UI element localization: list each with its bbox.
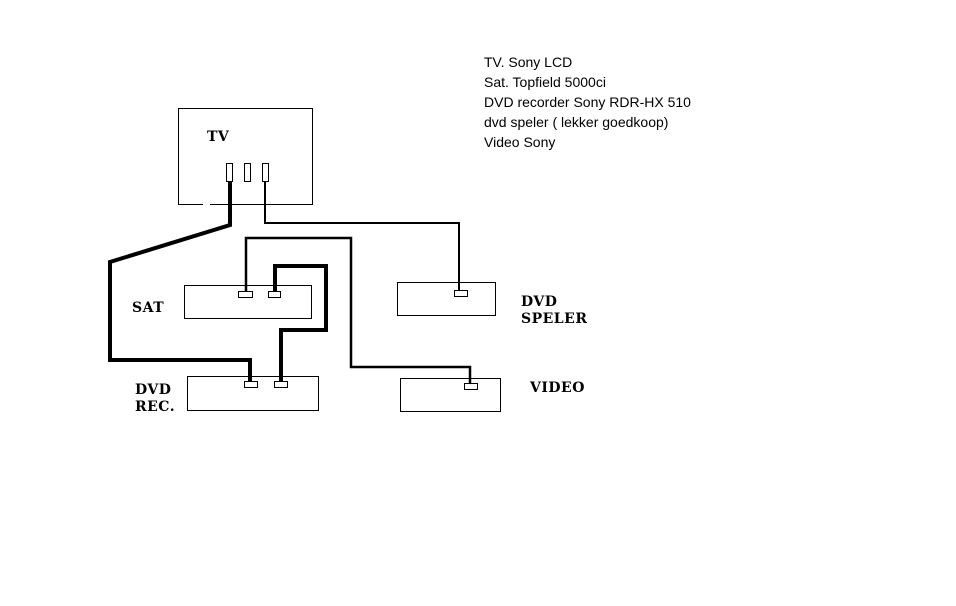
cable-tv-to-dvd-speler [264, 182, 460, 293]
video-label: VIDEO [530, 380, 585, 396]
cable-sat-to-dvd-rec [273, 264, 328, 382]
dvd-rec-label: DVD REC. [135, 382, 175, 416]
dvd-speler-label: DVD SPELER [521, 294, 587, 328]
dvd-rec-port-1 [244, 381, 258, 388]
dvd-rec-label-line2: REC. [135, 399, 176, 415]
tv-port-1 [226, 163, 233, 182]
tv-port-2 [244, 163, 251, 182]
dvd-speler-label-line2: SPELER [521, 311, 588, 327]
tv-label: TV [207, 129, 230, 145]
dvd-rec-port-2 [274, 381, 288, 388]
cable-sat-to-video [244, 236, 472, 383]
tv-box [178, 108, 313, 205]
equipment-item: dvd speler ( lekker goedkoop) [484, 114, 669, 130]
dvd-rec-box [187, 376, 319, 411]
sat-box [184, 285, 312, 319]
sat-port-2 [268, 291, 281, 298]
dvd-speler-box [397, 282, 496, 316]
sat-port-1 [238, 291, 253, 298]
equipment-item: Video Sony [484, 134, 556, 150]
equipment-item: Sat. Topfield 5000ci [484, 74, 606, 90]
video-port [464, 383, 478, 390]
dvd-speler-label-line1: DVD [521, 294, 558, 310]
tv-port-3 [262, 163, 269, 182]
sat-label: SAT [132, 300, 165, 316]
dvd-speler-port [454, 290, 468, 297]
dvd-rec-label-line1: DVD [135, 382, 172, 398]
video-box [400, 378, 501, 412]
cable-tv-to-dvd-rec [108, 182, 252, 382]
equipment-item: DVD recorder Sony RDR-HX 510 [484, 94, 691, 110]
equipment-item: TV. Sony LCD [484, 54, 573, 70]
equipment-list: TV. Sony LCD Sat. Topfield 5000ci DVD re… [484, 52, 691, 152]
